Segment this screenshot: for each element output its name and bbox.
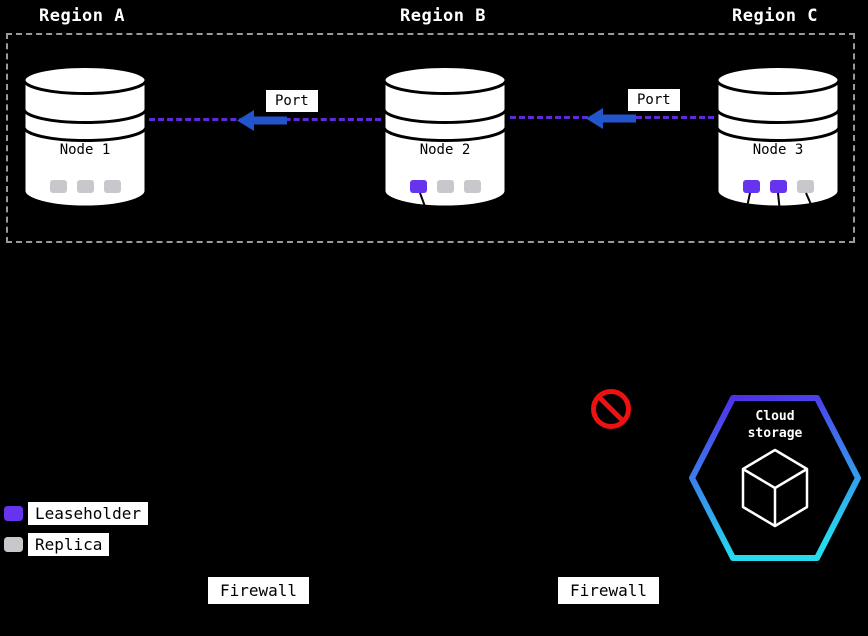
replica-icon [4,537,23,552]
port-label: Port [266,90,318,112]
cloud-storage-label: Cloud storage [747,409,803,441]
left-arrow-icon [237,110,287,131]
hexagon-border [689,395,861,561]
range-square [796,180,814,193]
range-square [769,180,787,193]
legend-leaseholder-label: Leaseholder [28,502,148,525]
port-label: Port [628,89,680,111]
firewall-label-2: Firewall [558,577,660,604]
range-square [103,180,121,193]
leaseholder-icon [4,506,23,521]
region-c-label: Region C [726,4,824,28]
cluster-boundary-box [6,33,855,243]
legend-replica-label: Replica [28,533,110,556]
range-squares [21,180,149,193]
database-icon [22,65,148,209]
firewall-label-1: Firewall [208,577,310,604]
database-icon [715,65,841,209]
blocked-icon [591,389,631,429]
range-square [76,180,94,193]
node-label: Node 3 [752,142,804,158]
database-icon [382,65,508,209]
cloud-storage-hexagon: Cloud storage [686,392,864,564]
range-squares [714,180,842,193]
node-label: Node 1 [59,142,111,158]
node-1: Node 1 [21,64,149,210]
range-square [436,180,454,193]
range-square [463,180,481,193]
range-square [49,180,67,193]
range-square [742,180,760,193]
region-b-label: Region B [394,4,492,28]
node-2: Node 2 [381,64,509,210]
node-3: Node 3 [714,64,842,210]
region-a-label: Region A [33,4,131,28]
node-label: Node 2 [419,142,471,158]
left-arrow-icon [586,108,636,129]
cube-icon [741,448,809,528]
range-squares [381,180,509,193]
range-square [409,180,427,193]
